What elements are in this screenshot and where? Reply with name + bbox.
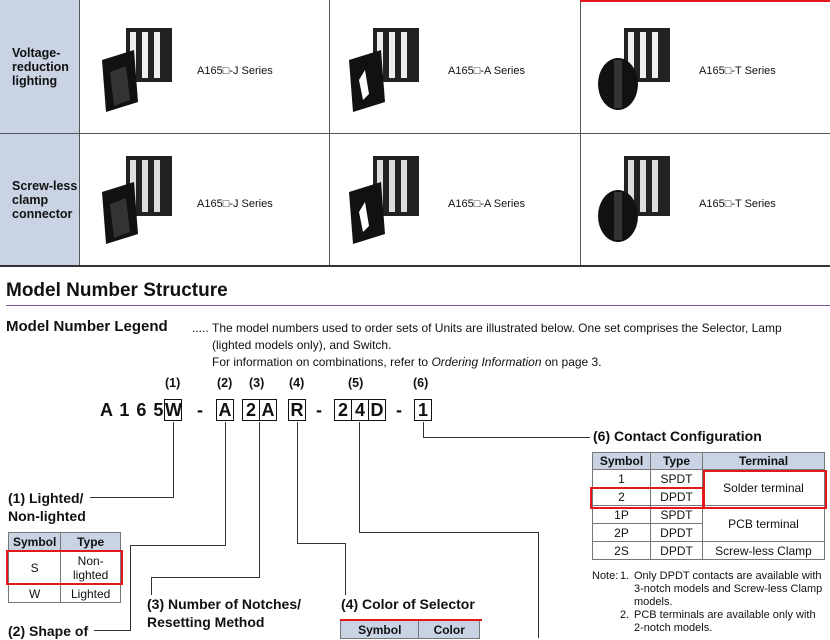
color-selector-title: (4) Color of Selector	[341, 596, 475, 612]
highlight-box	[590, 487, 704, 509]
connector-line	[297, 543, 346, 544]
connector-line	[94, 630, 131, 631]
legend-line: (lighted models only), and Switch.	[212, 338, 392, 352]
code-box-3a: 2	[242, 399, 260, 421]
field-number: (3)	[249, 376, 265, 390]
connector-line	[297, 422, 298, 544]
terminal-pcb: PCB terminal	[702, 505, 825, 542]
series-label: A165□-T Series	[699, 198, 776, 210]
field-number: (6)	[413, 376, 429, 390]
field-number: (1)	[165, 376, 181, 390]
connector-line	[130, 545, 131, 631]
field-number: (2)	[217, 376, 233, 390]
product-table: Voltage-reduction lighting Screw-less cl…	[0, 0, 830, 267]
col-divider	[329, 0, 330, 265]
ordering-info-ref: Ordering Information	[431, 355, 542, 369]
series-label: A165□-J Series	[197, 198, 273, 210]
section-title: Model Number Structure	[6, 280, 228, 301]
notches-title: (3) Number of Notches/ Resetting Method	[147, 596, 302, 630]
highlight-bar	[340, 619, 482, 621]
code-box-1: W	[164, 399, 182, 421]
series-label: A165□-A Series	[448, 65, 525, 77]
code-dash: -	[197, 400, 204, 420]
code-box-6: 1	[414, 399, 432, 421]
field-number: (5)	[348, 376, 364, 390]
row-label-voltage: Voltage-reduction lighting	[0, 0, 79, 133]
connector-line	[173, 422, 174, 497]
connector-line	[151, 577, 260, 578]
connector-line	[225, 422, 226, 546]
col-divider	[580, 0, 581, 265]
legend-title: Model Number Legend	[6, 318, 168, 335]
connector-line	[151, 577, 152, 595]
series-label: A165□-J Series	[197, 65, 273, 77]
connector-line	[130, 545, 226, 546]
terminal-screwless: Screw-less Clamp	[702, 541, 825, 560]
code-box-5b: 4	[351, 399, 369, 421]
series-label: A165□-A Series	[448, 198, 525, 210]
connector-line	[259, 422, 260, 577]
switch-image-t	[598, 156, 670, 242]
col-divider	[79, 0, 80, 265]
code-dash: -	[316, 400, 323, 420]
legend-dots: .....	[192, 321, 209, 335]
shape-title: (2) Shape of	[8, 623, 89, 639]
switch-image-j	[102, 156, 172, 244]
series-label: A165□-T Series	[699, 65, 776, 77]
row-label-screwless: Screw-less clamp connector	[0, 134, 79, 265]
highlight-box	[703, 470, 827, 509]
code-box-2: A	[216, 399, 234, 421]
legend-line: The model numbers used to order sets of …	[212, 321, 782, 335]
connector-line	[90, 497, 174, 498]
contact-notes: Note:1.Only DPDT contacts are available …	[592, 570, 823, 634]
switch-image-t	[598, 28, 670, 110]
connector-line	[538, 532, 539, 638]
code-box-5a: 2	[334, 399, 352, 421]
connector-line	[359, 532, 539, 533]
switch-image-a	[349, 156, 419, 244]
highlight-box	[6, 550, 123, 585]
legend-line: For information on combinations, refer t…	[212, 355, 602, 369]
row-divider	[0, 133, 830, 134]
connector-line	[423, 437, 590, 438]
legend-description: The model numbers used to order sets of …	[212, 320, 827, 371]
field-number: (4)	[289, 376, 305, 390]
contact-title: (6) Contact Configuration	[593, 428, 762, 444]
connector-line	[423, 422, 424, 438]
highlight-bar	[580, 0, 830, 2]
model-prefix: A 1 6 5	[100, 400, 165, 420]
code-box-5c: D	[368, 399, 386, 421]
section-rule	[6, 305, 830, 306]
lighted-title: (1) Lighted/ Non-lighted	[8, 490, 86, 524]
code-box-4: R	[288, 399, 306, 421]
code-box-3b: A	[259, 399, 277, 421]
connector-line	[359, 422, 360, 533]
connector-line	[345, 543, 346, 595]
switch-image-a	[349, 28, 419, 112]
switch-image-j	[102, 28, 172, 112]
code-dash: -	[396, 400, 403, 420]
